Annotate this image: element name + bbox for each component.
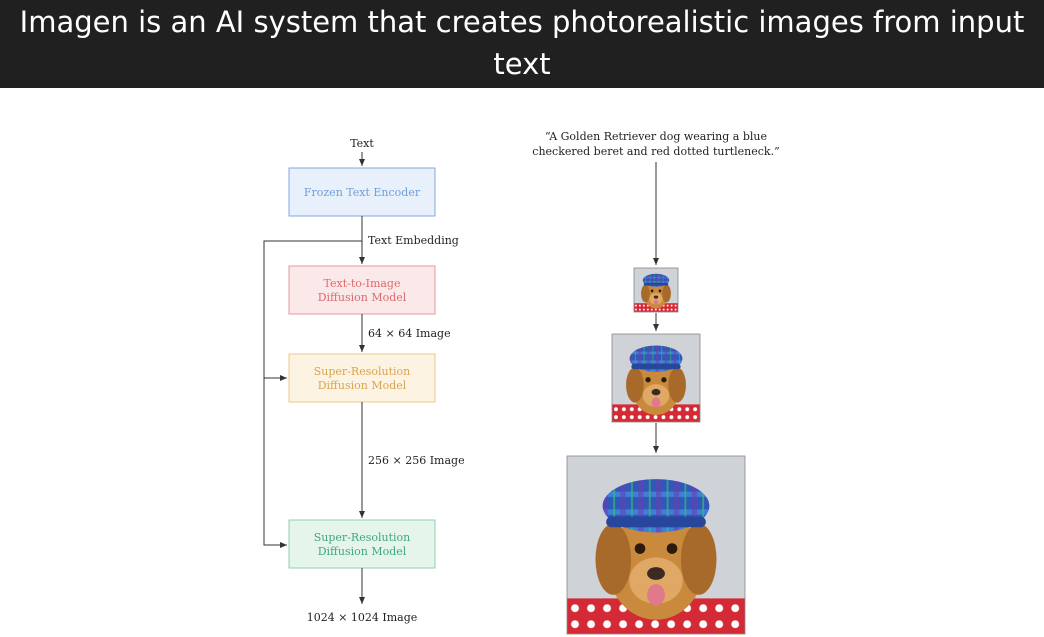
example-column: “A Golden Retriever dog wearing a blue c…: [532, 130, 780, 635]
super-resolution-2-line-2: Diffusion Model: [318, 545, 407, 558]
frozen-text-encoder-box: [288, 167, 436, 217]
slide-header: Imagen is an AI system that creates phot…: [0, 0, 1044, 88]
text-to-image-line-1: Text-to-Image: [324, 277, 401, 290]
output-size-label: 1024 × 1024 Image: [307, 611, 418, 624]
frozen-text-encoder-label: Frozen Text Encoder: [304, 186, 421, 199]
size-256-label: 256 × 256 Image: [368, 454, 465, 467]
dog-image-64: [633, 267, 679, 313]
super-resolution-2-box: [288, 519, 436, 569]
pipeline-flowchart: Text Frozen Text Encoder Text Embedding …: [263, 137, 465, 624]
dog-image-1024: [566, 455, 746, 635]
super-resolution-1-line-2: Diffusion Model: [318, 379, 407, 392]
super-resolution-1-box: [288, 353, 436, 403]
super-resolution-2-line-1: Super-Resolution: [314, 531, 410, 544]
dog-image-256: [611, 333, 701, 423]
embedding-side-branch: [263, 240, 362, 548]
text-to-image-line-2: Diffusion Model: [318, 291, 407, 304]
input-text-label: Text: [350, 137, 374, 150]
example-prompt-line-2: checkered beret and red dotted turtlenec…: [532, 145, 779, 158]
example-prompt-line-1: “A Golden Retriever dog wearing a blue: [545, 130, 767, 143]
size-64-label: 64 × 64 Image: [368, 327, 451, 340]
super-resolution-1-line-1: Super-Resolution: [314, 365, 410, 378]
slide-title: Imagen is an AI system that creates phot…: [19, 5, 1025, 81]
text-embedding-label: Text Embedding: [368, 234, 459, 247]
text-to-image-diffusion-box: [288, 265, 436, 315]
